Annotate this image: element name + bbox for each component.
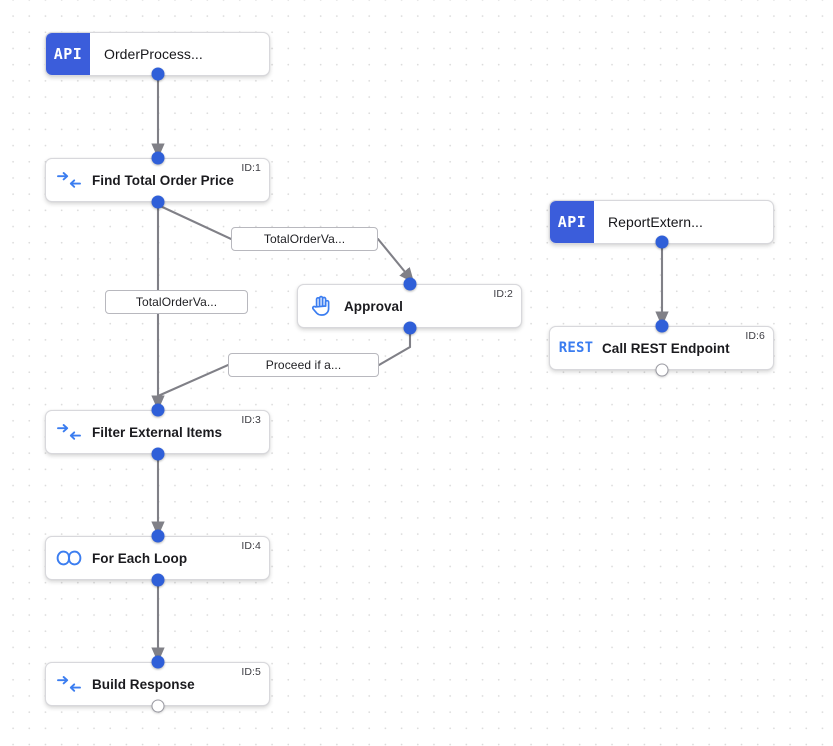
port-order-process-out[interactable] (151, 67, 165, 81)
node-title: Find Total Order Price (92, 172, 234, 188)
api-badge-icon: API (46, 33, 90, 75)
port-approval-in[interactable] (403, 277, 417, 291)
node-id-label: ID:2 (493, 288, 513, 300)
port-filter-in[interactable] (151, 403, 165, 417)
node-title: Build Response (92, 676, 195, 692)
port-report-external-out[interactable] (655, 235, 669, 249)
rest-badge-icon: REST (558, 340, 594, 356)
node-order-process[interactable]: API OrderProcess... (45, 32, 270, 76)
port-find-total-out[interactable] (151, 195, 165, 209)
node-title: OrderProcess... (104, 46, 203, 62)
infinity-loop-icon (46, 550, 92, 566)
port-build-response-in[interactable] (151, 655, 165, 669)
edge-label-proceed-if-approved[interactable]: Proceed if a... (228, 353, 379, 377)
node-for-each-loop[interactable]: For Each Loop ID:4 (45, 536, 270, 580)
node-id-label: ID:1 (241, 162, 261, 174)
port-foreach-out[interactable] (151, 573, 165, 587)
port-filter-out[interactable] (151, 447, 165, 461)
node-approval[interactable]: Approval ID:2 (297, 284, 522, 328)
edge-label-total-order-value-main[interactable]: TotalOrderVa... (105, 290, 248, 314)
port-build-response-out[interactable] (151, 699, 165, 713)
arrows-converge-icon (46, 423, 92, 441)
port-call-rest-in[interactable] (655, 319, 669, 333)
node-build-response[interactable]: Build Response ID:5 (45, 662, 270, 706)
node-title: Approval (344, 298, 403, 314)
port-approval-out[interactable] (403, 321, 417, 335)
edge-label-total-order-value-branch[interactable]: TotalOrderVa... (231, 227, 378, 251)
node-id-label: ID:5 (241, 666, 261, 678)
port-call-rest-out[interactable] (655, 363, 669, 377)
node-id-label: ID:6 (745, 330, 765, 342)
port-find-total-in[interactable] (151, 151, 165, 165)
arrows-converge-icon (46, 675, 92, 693)
node-id-label: ID:3 (241, 414, 261, 426)
port-foreach-in[interactable] (151, 529, 165, 543)
node-title: Filter External Items (92, 424, 223, 440)
raised-hand-icon (298, 295, 344, 317)
arrows-converge-icon (46, 171, 92, 189)
node-id-label: ID:4 (241, 540, 261, 552)
api-badge-icon: API (550, 201, 594, 243)
node-title: Call REST Endpoint (602, 340, 730, 356)
node-title: For Each Loop (92, 550, 188, 566)
node-title: ReportExtern... (608, 214, 703, 230)
